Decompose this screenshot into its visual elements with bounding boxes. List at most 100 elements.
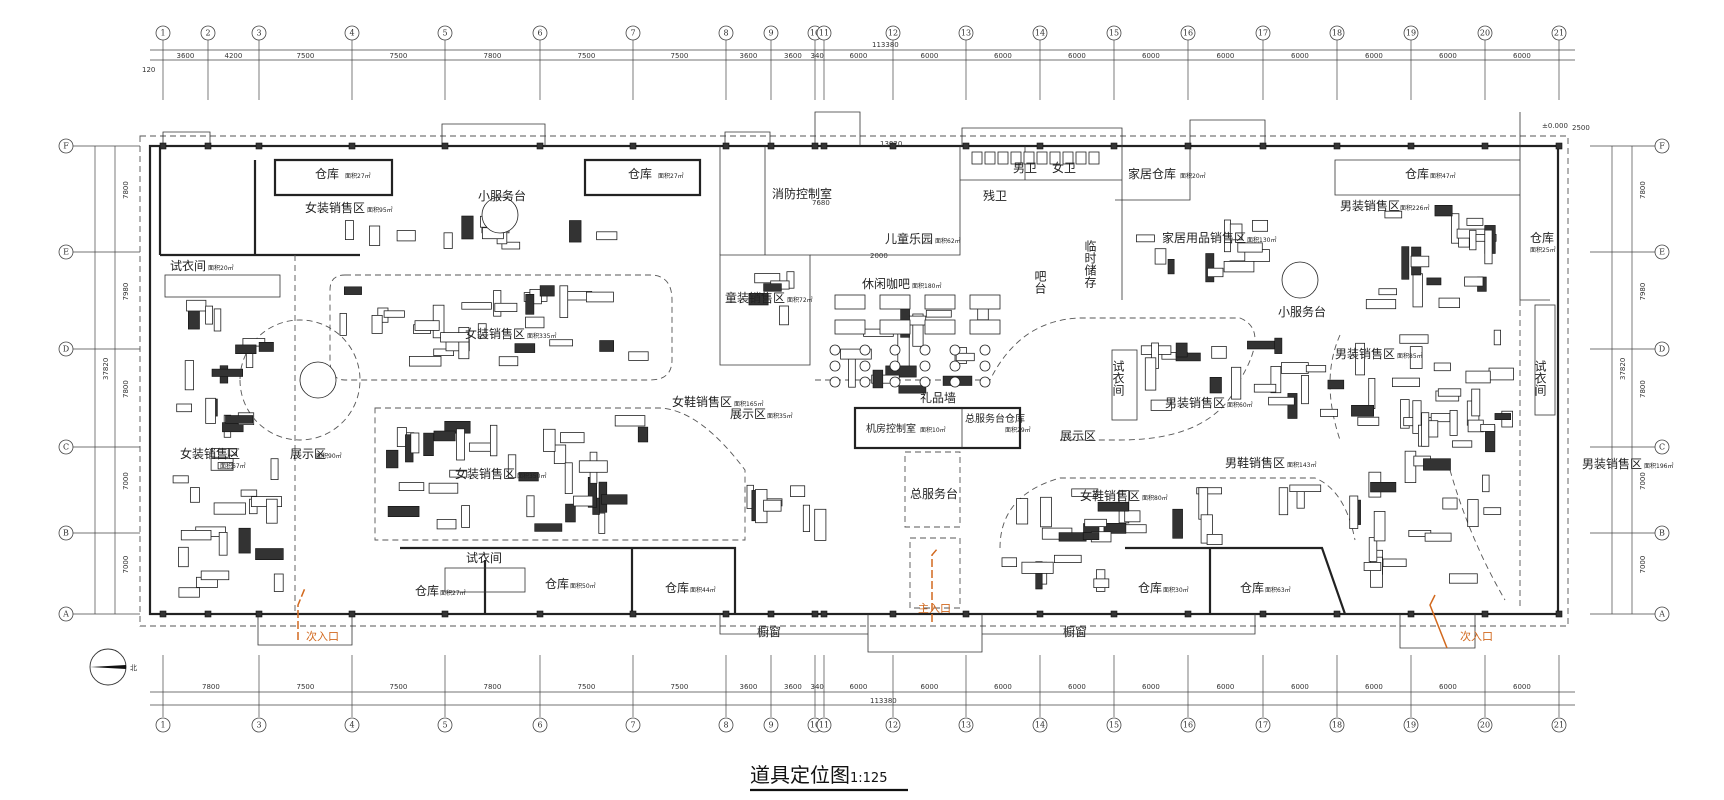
axis-marker-bottom: 1 xyxy=(155,717,171,733)
toilet-stall xyxy=(984,151,996,165)
zone-area: 面积350㎡ xyxy=(517,472,546,480)
span-dim: 7800 xyxy=(484,52,502,60)
fixture xyxy=(1207,267,1224,278)
fixture xyxy=(1412,273,1423,308)
span-dim: 6000 xyxy=(850,52,868,60)
fixture xyxy=(1452,440,1473,448)
axis-marker-right: A xyxy=(1654,606,1670,622)
zone-label: 童装销售区 xyxy=(725,290,785,305)
axis-marker-top: 3 xyxy=(251,25,267,41)
fixture xyxy=(1357,416,1380,426)
zone-label: 试衣间 xyxy=(170,258,206,273)
fixture xyxy=(525,316,545,329)
axis-marker-bottom: 15 xyxy=(1106,717,1122,733)
span-dim: 3600 xyxy=(784,683,802,691)
fixture xyxy=(186,299,207,312)
cafe-table xyxy=(919,376,931,388)
zone-area: 面积20㎡ xyxy=(1180,172,1206,180)
cafe-table xyxy=(859,344,871,356)
cafe-table xyxy=(834,319,866,335)
fixture xyxy=(461,505,471,528)
fixture xyxy=(525,293,535,315)
zone-label: 男装销售区 xyxy=(1582,456,1642,471)
span-dim: 6000 xyxy=(1365,52,1383,60)
fixture xyxy=(1437,388,1462,397)
column xyxy=(348,610,356,618)
fixture xyxy=(578,460,608,473)
span-dim: 6000 xyxy=(1142,52,1160,60)
fixture xyxy=(461,215,474,240)
axis-label: 9 xyxy=(768,721,773,730)
zone-area: 面积226㎡ xyxy=(1400,204,1429,212)
fixture xyxy=(1409,346,1423,369)
fixture xyxy=(443,232,453,249)
axis-label: 11 xyxy=(819,721,829,730)
service-desk xyxy=(299,361,337,399)
fixture xyxy=(1433,362,1451,372)
zone-label: 消防控制室 xyxy=(772,186,832,201)
fixture xyxy=(396,230,416,242)
zone-area: 面积27㎡ xyxy=(658,172,684,180)
fixture xyxy=(178,587,200,598)
axis-marker-top: 11 xyxy=(816,25,832,41)
fixture xyxy=(371,314,383,334)
fixture xyxy=(1016,498,1029,525)
fixture xyxy=(1373,510,1386,542)
fixture xyxy=(369,225,381,246)
fixture xyxy=(1434,205,1453,217)
fixture xyxy=(848,358,856,388)
fixture xyxy=(598,512,606,534)
fixture xyxy=(1410,255,1430,268)
axis-label: 12 xyxy=(888,721,898,730)
fixture xyxy=(763,283,782,292)
fixture xyxy=(763,499,782,512)
fixture xyxy=(458,326,470,360)
cafe-table xyxy=(834,294,866,310)
zone-label: 男装销售区 xyxy=(1165,395,1225,410)
column xyxy=(159,142,167,150)
axis-label: 6 xyxy=(537,29,542,38)
fixture xyxy=(1421,412,1430,447)
axis-marker-bottom: 20 xyxy=(1477,717,1493,733)
fixture xyxy=(477,323,487,339)
zone-label: 女装销售区 xyxy=(180,446,240,461)
north-arrow-icon: 北 xyxy=(89,648,137,686)
fixture xyxy=(1084,518,1107,527)
toilet-stall xyxy=(1023,151,1035,165)
total-width-dim: 113380 xyxy=(870,697,897,705)
fixture xyxy=(1058,532,1087,542)
zone-label: 仓库 xyxy=(1405,166,1429,181)
axis-label: 21 xyxy=(1554,29,1564,38)
fixture xyxy=(1482,474,1490,493)
fixture xyxy=(1040,496,1052,528)
axis-label: 5 xyxy=(442,721,447,730)
fixture xyxy=(1469,229,1477,251)
axis-label: 18 xyxy=(1332,721,1342,730)
axis-marker-left: B xyxy=(58,525,74,541)
span-dim: 7000 xyxy=(1639,556,1647,574)
zone-label: 吧台 xyxy=(1033,270,1047,294)
cafe-table xyxy=(879,319,911,335)
fixture xyxy=(1400,399,1410,429)
column xyxy=(1110,610,1118,618)
cafe-table xyxy=(879,294,911,310)
column xyxy=(1481,610,1489,618)
zone-label: 展示区 xyxy=(730,407,766,421)
zone-label: 休闲咖吧 xyxy=(862,276,910,291)
toilet-stall xyxy=(1010,151,1022,165)
zone-area: 面积50㎡ xyxy=(570,582,596,590)
fixture xyxy=(238,527,251,554)
total-width-dim: 113380 xyxy=(872,41,899,49)
fixture xyxy=(1423,458,1451,471)
cafe-table xyxy=(859,360,871,372)
service-desk xyxy=(1281,261,1319,299)
column xyxy=(889,142,897,150)
column xyxy=(1184,610,1192,618)
span-dim: 7500 xyxy=(297,52,315,60)
fixture xyxy=(898,385,927,394)
axis-marker-left: A xyxy=(58,606,74,622)
axis-marker-bottom: 7 xyxy=(625,717,641,733)
span-dim: 6000 xyxy=(921,52,939,60)
fixtures xyxy=(159,142,1563,618)
